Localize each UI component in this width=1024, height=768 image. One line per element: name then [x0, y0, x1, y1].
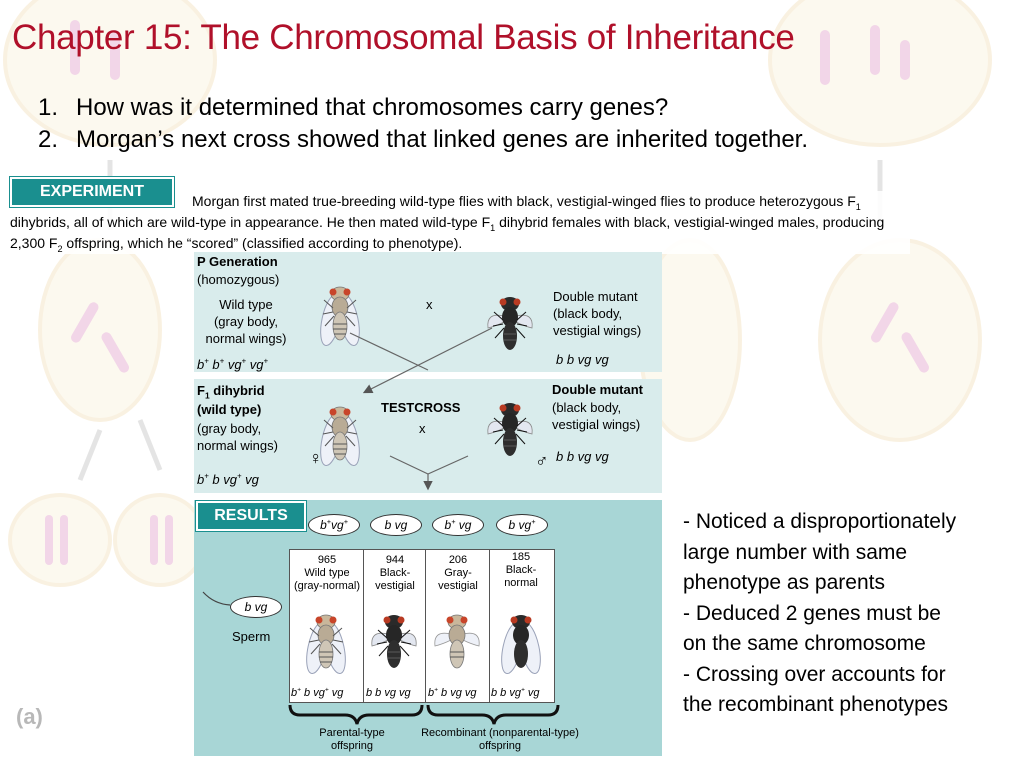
- offspring-3-info: 206 Gray- vestigial: [438, 554, 478, 592]
- f1-cross-symbol: x: [419, 421, 426, 436]
- testcross-arrow: [389, 455, 469, 491]
- offspring-4-genotype: b b vg+ vg: [491, 686, 540, 699]
- p-generation-panel: [194, 252, 662, 372]
- p-generation-heading: P Generation: [197, 254, 278, 269]
- egg-genotype-2: b vg: [370, 514, 422, 536]
- double-mutant-genotype: b b vg vg: [556, 352, 609, 367]
- figure-panel-letter: (a): [16, 704, 43, 729]
- black-fly-icon: [487, 296, 533, 351]
- sperm-label: Sperm: [232, 629, 271, 644]
- experiment-description: Morgan first mated true-breeding wild-ty…: [10, 191, 910, 254]
- male-symbol: ♂: [535, 451, 549, 471]
- note-line: - Noticed a disproportionately: [683, 510, 957, 533]
- double-mutant-description: Double mutant (black body, vestigial win…: [553, 289, 642, 338]
- note-line: large number with same: [683, 540, 908, 564]
- p-cross-symbol: x: [426, 297, 433, 312]
- question-number: 2.: [38, 126, 59, 153]
- f1-genotype: b+ b vg+ vg: [197, 471, 259, 487]
- note-line: phenotype as parents: [683, 571, 885, 594]
- recombinant-label: Recombinant (nonparental-type) offspring: [421, 727, 579, 752]
- note-line: on the same chromosome: [683, 632, 926, 655]
- offspring-2-genotype: b b vg vg: [366, 687, 411, 699]
- offspring-1-info: 965 Wild type (gray-normal): [293, 554, 360, 592]
- gray-fly-icon: [302, 614, 350, 676]
- wild-type-description: Wild type (gray body, normal wings): [205, 297, 287, 346]
- egg-genotype-4: b vg+: [496, 514, 548, 536]
- offspring-cell-4: [489, 549, 555, 703]
- gray-fly-icon: [434, 614, 480, 669]
- black-fly-icon: [497, 614, 545, 676]
- black-fly-icon: [371, 614, 417, 669]
- egg-genotype-3: b+ vg: [432, 514, 484, 536]
- egg-genotype-1: b+vg+: [308, 514, 360, 536]
- question-1: 1. How was it determined that chromosomes…: [38, 94, 668, 122]
- note-line: the recombinant phenotypes: [683, 693, 949, 716]
- cross-lines: [349, 327, 493, 394]
- note-line: - Crossing over accounts for: [683, 662, 946, 686]
- sperm-genotype: b vg: [230, 596, 282, 618]
- female-symbol: ♀: [309, 448, 323, 468]
- experiment-badge: EXPERIMENT: [10, 177, 174, 207]
- p-generation-sub: (homozygous): [197, 272, 280, 287]
- question-text: How was it determined that chromosomes c…: [76, 94, 669, 121]
- offspring-4-info: 185 Black- normal: [504, 551, 538, 589]
- question-number: 1.: [38, 94, 59, 121]
- f1-description: (gray body, normal wings): [197, 421, 278, 453]
- f1-heading-2: (wild type): [197, 402, 262, 417]
- wild-type-genotype: b+ b+ vg+ vg+: [197, 356, 269, 372]
- parental-type-label: Parental-type offspring: [319, 727, 385, 752]
- f1-heading: F1 dihybrid: [197, 383, 265, 401]
- note-line: - Deduced 2 genes must be: [683, 601, 941, 625]
- question-text: Morgan’s next cross showed that linked g…: [76, 126, 808, 153]
- offspring-2-info: 944 Black- vestigial: [375, 554, 415, 592]
- gray-fly-icon: [316, 286, 364, 348]
- offspring-1-genotype: b+ b vg+ vg: [291, 686, 344, 699]
- f1-mutant-genotype: b b vg vg: [556, 449, 609, 464]
- slide-title: Chapter 15: The Chromosomal Basis of Inh…: [12, 18, 795, 57]
- results-badge: RESULTS: [196, 501, 306, 531]
- conclusion-notes: - Noticed a disproportionately large num…: [683, 507, 1023, 721]
- testcross-label: TESTCROSS: [381, 400, 461, 415]
- offspring-3-genotype: b+ b vg vg: [428, 686, 477, 699]
- offspring-braces: [288, 704, 560, 725]
- f1-mutant-description: (black body, vestigial wings): [552, 400, 641, 432]
- gray-fly-icon: [316, 406, 364, 468]
- black-fly-icon: [487, 402, 533, 457]
- question-2: 2. Morgan’s next cross showed that linked…: [38, 126, 808, 154]
- f1-mutant-heading: Double mutant: [552, 382, 643, 397]
- sperm-tail: [202, 591, 231, 606]
